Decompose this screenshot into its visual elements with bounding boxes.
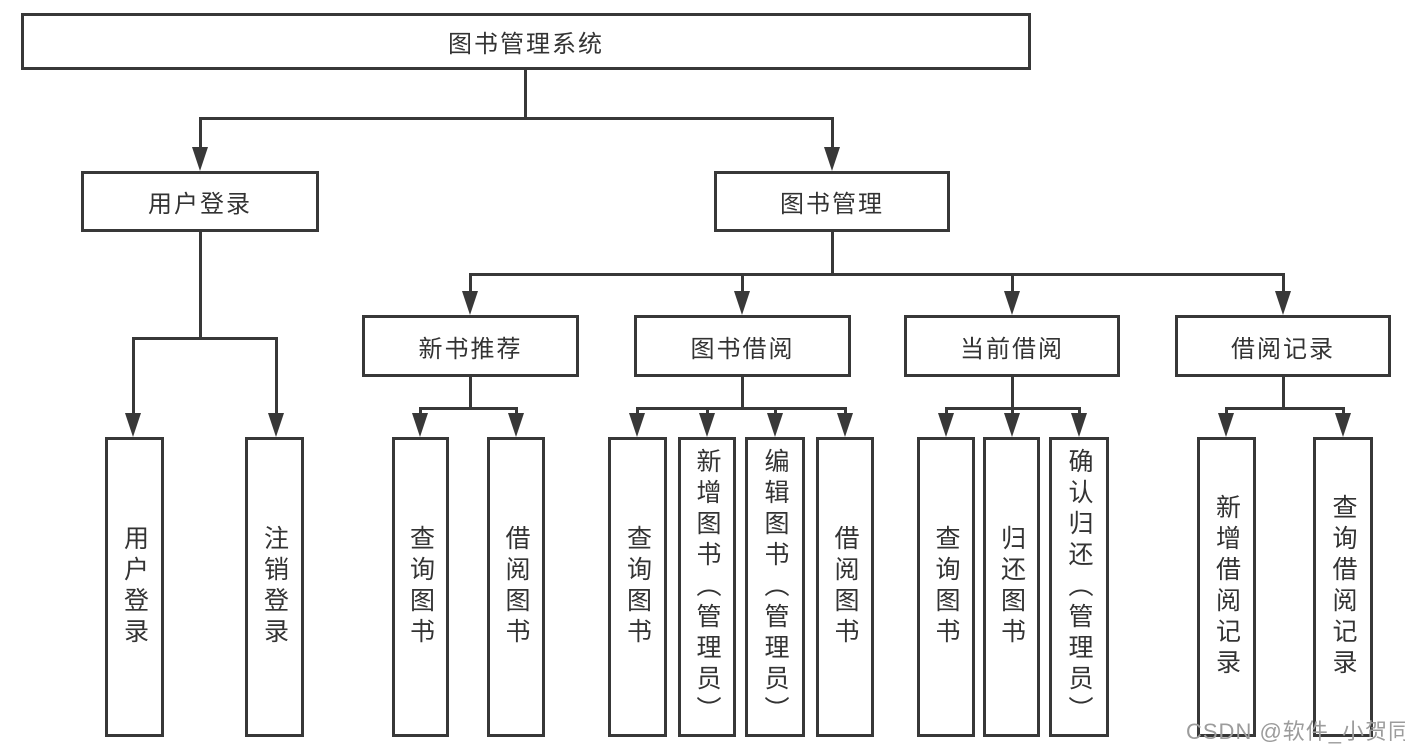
connector-arrowhead bbox=[699, 413, 715, 437]
connector-line bbox=[741, 273, 744, 295]
connector-line bbox=[1282, 273, 1285, 295]
connector-line bbox=[419, 407, 518, 410]
connector-arrowhead bbox=[938, 413, 954, 437]
node-logout-action: 注销登录 bbox=[245, 437, 304, 737]
connector-arrowhead bbox=[734, 291, 750, 315]
node-bb-edit-books-admin: 编辑图书（管理员） bbox=[745, 437, 805, 737]
node-cb-return-books: 归还图书 bbox=[983, 437, 1040, 737]
node-nbr-borrow-books: 借阅图书 bbox=[487, 437, 545, 737]
node-cb-query-books: 查询图书 bbox=[917, 437, 975, 737]
connector-line bbox=[706, 407, 709, 417]
node-cb-confirm-return-admin: 确认归还（管理员） bbox=[1049, 437, 1109, 737]
node-label: 归还图书 bbox=[997, 525, 1026, 649]
connector-line bbox=[831, 232, 834, 273]
node-label: 查询图书 bbox=[932, 525, 960, 649]
node-label: 查询借阅记录 bbox=[1329, 494, 1357, 680]
connector-arrowhead bbox=[1218, 413, 1234, 437]
node-user-login-action: 用户登录 bbox=[105, 437, 164, 737]
connector-line bbox=[741, 377, 744, 407]
node-nbr-query-books: 查询图书 bbox=[392, 437, 449, 737]
connector-line bbox=[1011, 377, 1014, 407]
connector-line bbox=[469, 273, 472, 295]
node-library-management-system: 图书管理系统 bbox=[21, 13, 1031, 70]
connector-arrowhead bbox=[192, 147, 208, 171]
node-label: 新书推荐 bbox=[418, 335, 523, 363]
connector-line bbox=[636, 407, 847, 410]
connector-line bbox=[524, 70, 527, 118]
connector-line bbox=[515, 407, 518, 417]
connector-line bbox=[1342, 407, 1345, 417]
connector-line bbox=[636, 407, 639, 417]
connector-arrowhead bbox=[1275, 291, 1291, 315]
node-label: 图书借阅 bbox=[690, 335, 795, 363]
node-label: 用户登录 bbox=[120, 525, 149, 649]
node-label: 当前借阅 bbox=[960, 335, 1064, 363]
connector-arrowhead bbox=[412, 413, 428, 437]
connector-line bbox=[419, 407, 422, 417]
node-label: 编辑图书（管理员） bbox=[761, 447, 789, 727]
connector-arrowhead bbox=[629, 413, 645, 437]
node-label: 用户登录 bbox=[148, 191, 252, 218]
connector-line bbox=[1225, 407, 1345, 410]
node-label: 图书管理系统 bbox=[448, 31, 604, 58]
node-bb-query-books: 查询图书 bbox=[608, 437, 667, 737]
node-label: 借阅图书 bbox=[831, 525, 859, 649]
node-label: 确认归还（管理员） bbox=[1065, 447, 1093, 727]
node-br-query-record: 查询借阅记录 bbox=[1313, 437, 1373, 737]
connector-line bbox=[469, 377, 472, 407]
node-label: 注销登录 bbox=[260, 525, 289, 649]
connector-arrowhead bbox=[462, 291, 478, 315]
connector-line bbox=[774, 407, 777, 417]
connector-line bbox=[199, 117, 834, 120]
connector-line bbox=[275, 337, 278, 417]
node-label: 借阅记录 bbox=[1231, 335, 1335, 363]
connector-arrowhead bbox=[268, 413, 284, 437]
csdn-watermark: CSDN @软件_小贺同学 bbox=[1186, 719, 1405, 744]
node-bb-add-books-admin: 新增图书（管理员） bbox=[678, 437, 736, 737]
connector-line bbox=[132, 337, 135, 417]
connector-arrowhead bbox=[1004, 413, 1020, 437]
node-book-borrowing: 图书借阅 bbox=[634, 315, 851, 377]
connector-line bbox=[1011, 273, 1014, 295]
node-label: 查询图书 bbox=[406, 525, 435, 649]
node-br-add-record: 新增借阅记录 bbox=[1197, 437, 1256, 737]
connector-arrowhead bbox=[837, 413, 853, 437]
connector-line bbox=[469, 273, 1285, 276]
node-label: 借阅图书 bbox=[502, 525, 530, 649]
connector-line bbox=[199, 232, 202, 337]
connector-line bbox=[1282, 377, 1285, 407]
connector-arrowhead bbox=[125, 413, 141, 437]
node-borrowing-records: 借阅记录 bbox=[1175, 315, 1391, 377]
connector-line bbox=[945, 407, 948, 417]
connector-line bbox=[1225, 407, 1228, 417]
connector-line bbox=[844, 407, 847, 417]
connector-arrowhead bbox=[508, 413, 524, 437]
node-label: 图书管理 bbox=[780, 191, 884, 218]
node-user-login: 用户登录 bbox=[81, 171, 319, 232]
connector-arrowhead bbox=[824, 147, 840, 171]
node-label: 新增图书（管理员） bbox=[693, 447, 721, 727]
node-current-borrowing: 当前借阅 bbox=[904, 315, 1120, 377]
connector-arrowhead bbox=[1004, 291, 1020, 315]
node-label: 新增借阅记录 bbox=[1212, 494, 1241, 680]
connector-line bbox=[1078, 407, 1081, 417]
node-label: 查询图书 bbox=[623, 525, 652, 649]
connector-line bbox=[199, 117, 202, 152]
node-bb-borrow-books: 借阅图书 bbox=[816, 437, 874, 737]
node-new-book-recommendation: 新书推荐 bbox=[362, 315, 579, 377]
connector-line bbox=[831, 117, 834, 152]
connector-arrowhead bbox=[767, 413, 783, 437]
connector-arrowhead bbox=[1071, 413, 1087, 437]
node-book-management: 图书管理 bbox=[714, 171, 950, 232]
connector-line bbox=[1011, 407, 1014, 417]
connector-line bbox=[132, 337, 278, 340]
connector-arrowhead bbox=[1335, 413, 1351, 437]
